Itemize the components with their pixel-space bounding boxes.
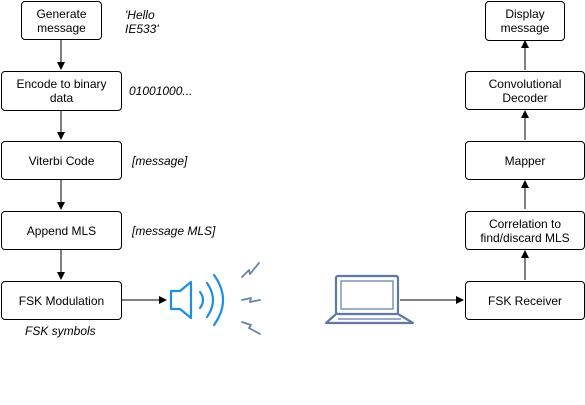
fsk-modulation-box: FSK Modulation: [1, 281, 122, 320]
annotation-hello-line1: 'Hello: [125, 8, 155, 22]
speaker-icon: [169, 273, 225, 327]
laptop-icon: [324, 274, 415, 325]
fsk-receiver-box: FSK Receiver: [465, 281, 585, 320]
viterbi-code-box: Viterbi Code: [1, 141, 122, 180]
annotation-binary: 01001000...: [129, 84, 193, 98]
convolutional-decoder-box: Convolutional Decoder: [465, 71, 585, 110]
encode-binary-box: Encode to binary data: [1, 71, 122, 111]
append-mls-box: Append MLS: [1, 211, 122, 250]
display-message-box: Display message: [485, 1, 565, 41]
annotation-message-mls: [message MLS]: [132, 224, 216, 238]
generate-message-box: Generate message: [21, 1, 102, 40]
annotation-message: [message]: [132, 154, 188, 168]
annotation-fsk-symbols: FSK symbols: [25, 324, 96, 338]
annotation-hello-line2: IE533': [125, 22, 159, 36]
signal-bolt-icon: [241, 262, 261, 335]
correlation-box: Correlation to find/discard MLS: [465, 211, 585, 250]
mapper-box: Mapper: [465, 141, 585, 180]
